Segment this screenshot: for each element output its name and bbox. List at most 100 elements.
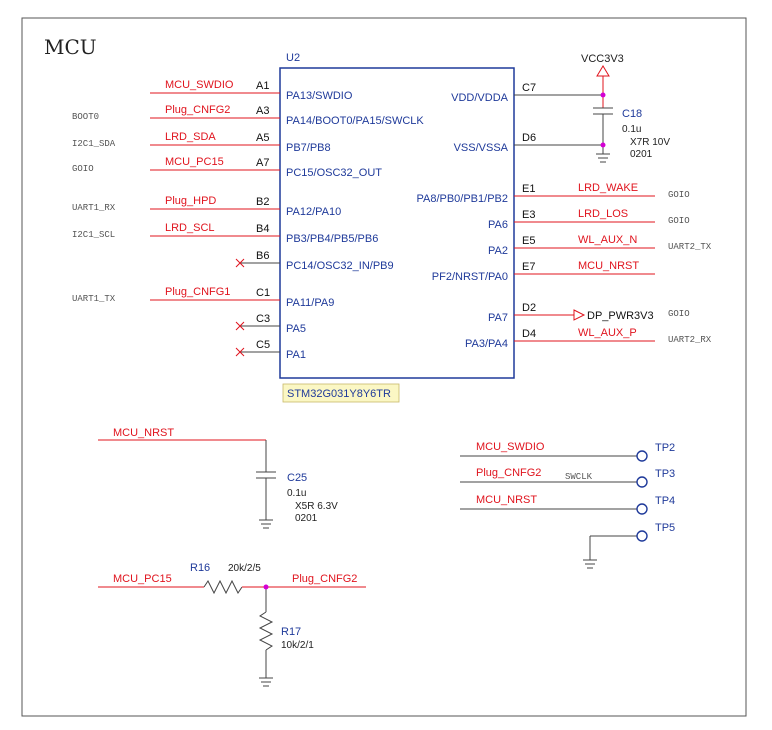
junction-vss <box>600 142 606 148</box>
tp-net-label: MCU_NRST <box>476 494 537 506</box>
net-label: MCU_PC15 <box>165 156 224 168</box>
c18-ref: C18 <box>622 108 642 120</box>
pin-name: PA3/PA4 <box>465 338 508 350</box>
sheet-border <box>21 17 747 717</box>
pin-number: D4 <box>522 328 536 340</box>
c25-spec: X5R 6.3V <box>295 501 338 512</box>
c18-package: 0201 <box>630 149 653 160</box>
pin-number: B2 <box>256 196 269 208</box>
pin-name: PB7/PB8 <box>286 142 331 154</box>
r16-resistor-icon <box>203 579 243 595</box>
pin-name: PA1 <box>286 349 306 361</box>
pin-name: PC15/OSC32_OUT <box>286 167 382 179</box>
pin-number: D2 <box>522 302 536 314</box>
junction-divider <box>263 584 269 590</box>
divider-r16-r17 <box>98 579 366 687</box>
net-label: DP_PWR3V3 <box>587 310 654 322</box>
pin-function-label: UART2_RX <box>668 335 712 345</box>
c18-value: 0.1u <box>622 124 641 135</box>
pin-number: C7 <box>522 82 536 94</box>
r17-ref: R17 <box>281 626 301 638</box>
pin-number: C3 <box>256 313 270 325</box>
pin-name: VDD/VDDA <box>451 92 509 104</box>
net-label: WL_AUX_P <box>578 327 637 339</box>
net-label: LRD_LOS <box>578 208 628 220</box>
pin-name: PA14/BOOT0/PA15/SWCLK <box>286 115 424 127</box>
net-label: Plug_HPD <box>165 195 216 207</box>
test-point-icon <box>636 450 648 462</box>
pin-name: PB3/PB4/PB5/PB6 <box>286 233 378 245</box>
pin-function-label: I2C1_SCL <box>72 230 115 240</box>
pin-function-label: GOIO <box>668 216 690 226</box>
net-label: Plug_CNFG2 <box>165 104 230 116</box>
r17-resistor-icon <box>258 611 274 651</box>
pin-name: PA11/PA9 <box>286 297 334 309</box>
tp-ref: TP3 <box>655 468 675 480</box>
pin-number: A7 <box>256 157 269 169</box>
pin-number: E7 <box>522 261 535 273</box>
pin-function-label: GOIO <box>668 309 690 319</box>
net-label: Plug_CNFG1 <box>165 286 230 298</box>
tp-net-label: MCU_SWDIO <box>476 441 545 453</box>
port-arrow-icon <box>573 309 586 321</box>
mcu-body[interactable] <box>279 67 515 379</box>
tp-note: SWCLK <box>565 472 593 482</box>
decoupling-c18: VCC3V3 <box>581 53 624 163</box>
junction-vdd <box>600 92 606 98</box>
test-point-tp2[interactable]: MCU_SWDIO TP2 <box>460 441 675 462</box>
net-label: LRD_WAKE <box>578 182 638 194</box>
no-connect-icon <box>235 347 245 357</box>
no-connect-icon <box>235 258 245 268</box>
pin-number: C5 <box>256 339 270 351</box>
c25-value: 0.1u <box>287 488 306 499</box>
tp-ref: TP2 <box>655 442 675 454</box>
test-point-icon <box>636 503 648 515</box>
pin-number: E1 <box>522 183 535 195</box>
pin-name: PA6 <box>488 219 508 231</box>
pin-number: A3 <box>256 105 269 117</box>
pin-number: E5 <box>522 235 535 247</box>
pin-name: PF2/NRST/PA0 <box>432 271 508 283</box>
pin-function-label: I2C1_SDA <box>72 139 116 149</box>
r16-ref: R16 <box>190 562 210 574</box>
mcu-part-label-bg <box>282 383 400 403</box>
divider-in-net: MCU_PC15 <box>113 573 172 585</box>
pin-name: PC14/OSC32_IN/PB9 <box>286 260 394 272</box>
pin-name: VSS/VSSA <box>454 142 509 154</box>
net-label: LRD_SDA <box>165 131 216 143</box>
pin-number: B6 <box>256 250 269 262</box>
pin-number: E3 <box>522 209 535 221</box>
mcu-u2: U2 STM32G031Y8Y6TR <box>279 52 515 403</box>
test-point-tp5[interactable]: TP5 <box>590 522 675 542</box>
pin-function-label: UART1_RX <box>72 203 116 213</box>
mcu-part-label: STM32G031Y8Y6TR <box>287 388 391 400</box>
c25-net: MCU_NRST <box>113 427 174 439</box>
pin-function-label: UART1_TX <box>72 294 116 304</box>
pin-name: PA13/SWDIO <box>286 90 353 102</box>
divider-out-net: Plug_CNFG2 <box>292 573 357 585</box>
power-arrow-icon <box>596 65 610 77</box>
pin-name: PA8/PB0/PB1/PB2 <box>416 193 508 205</box>
reset-cap-c25 <box>98 439 276 529</box>
